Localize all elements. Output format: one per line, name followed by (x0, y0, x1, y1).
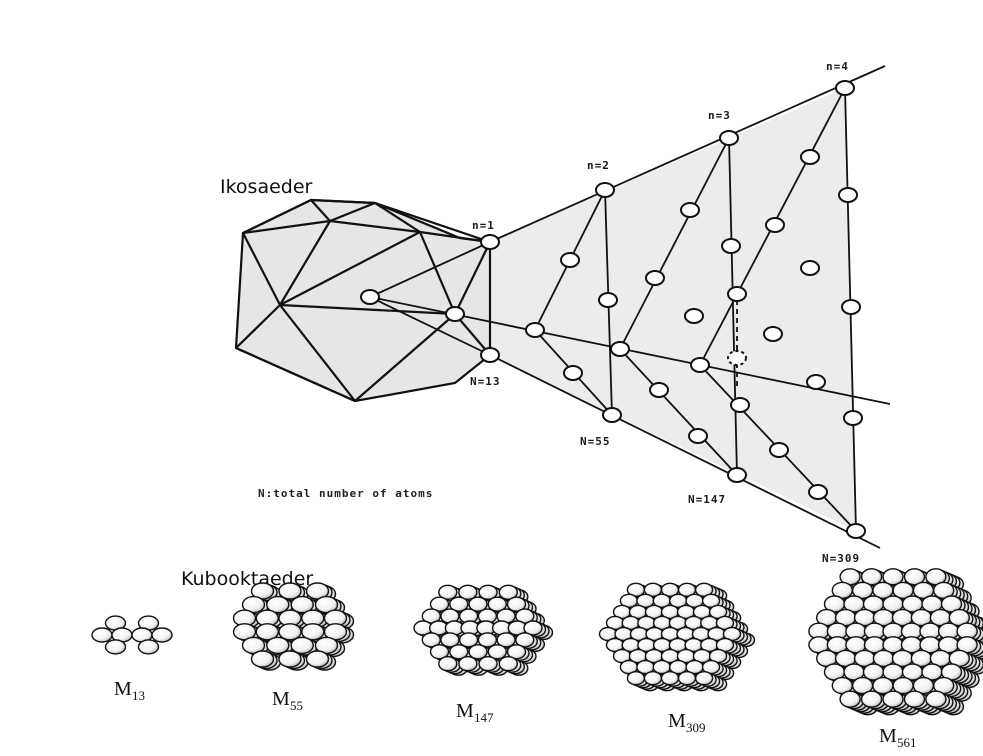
cluster-label-m561: M 561 (879, 725, 917, 750)
svg-text:M: M (272, 688, 290, 710)
atom (689, 429, 707, 443)
atom (526, 323, 544, 337)
atom (844, 411, 862, 425)
cluster-atom (644, 672, 661, 685)
svg-text:M: M (879, 725, 897, 747)
atom (691, 358, 709, 372)
atom (839, 188, 857, 202)
total-label-13: N=13 (470, 375, 501, 388)
atom (481, 348, 499, 362)
atom (809, 485, 827, 499)
svg-text:147: 147 (474, 710, 494, 725)
atom (720, 131, 738, 145)
atom (611, 342, 629, 356)
cluster-atom (152, 628, 172, 642)
cluster-atom (439, 657, 457, 671)
atom (681, 203, 699, 217)
atom (722, 239, 740, 253)
shell-label-n1: n=1 (472, 219, 495, 232)
atom (728, 468, 746, 482)
svg-text:M: M (114, 678, 132, 700)
atom (599, 293, 617, 307)
svg-text:561: 561 (897, 735, 917, 750)
atom (766, 218, 784, 232)
atom (446, 307, 464, 321)
atom (801, 261, 819, 275)
atom (836, 81, 854, 95)
cluster-atom (662, 672, 679, 685)
cluster-atom (279, 651, 301, 667)
cluster-0 (92, 616, 172, 654)
cluster-atom (862, 691, 882, 707)
cluster-atom (883, 691, 903, 707)
cluster-atom (479, 657, 497, 671)
atom (770, 443, 788, 457)
clusters (92, 569, 983, 715)
total-label-55: N=55 (580, 435, 611, 448)
cluster-atom (840, 691, 860, 707)
cluster-atom (252, 651, 274, 667)
atom (481, 235, 499, 249)
atom (807, 375, 825, 389)
svg-text:13: 13 (132, 688, 145, 703)
cluster-atom (905, 691, 925, 707)
cluster-1 (234, 583, 354, 670)
atom (728, 351, 746, 365)
atom (842, 300, 860, 314)
shell-label-n4: n=4 (826, 60, 849, 73)
cluster-label-m13: M 13 (114, 678, 145, 703)
svg-text:55: 55 (290, 698, 303, 713)
cluster-4 (809, 569, 983, 715)
cluster-atom (679, 672, 696, 685)
atom (596, 183, 614, 197)
atom (646, 271, 664, 285)
cluster-atom (106, 640, 126, 654)
atom (650, 383, 668, 397)
atom (847, 524, 865, 538)
svg-text:309: 309 (686, 720, 706, 735)
shell-label-n2: n=2 (587, 159, 610, 172)
cluster-label-m55: M 55 (272, 688, 303, 713)
total-atoms-note: N:total number of atoms (258, 487, 433, 500)
atom (564, 366, 582, 380)
svg-text:M: M (668, 710, 686, 732)
cluster-atom (307, 651, 329, 667)
atom (603, 408, 621, 422)
atom (561, 253, 579, 267)
total-label-309: N=309 (822, 552, 860, 565)
shell-label-n3: n=3 (708, 109, 731, 122)
cluster-atom (627, 672, 644, 685)
atom (685, 309, 703, 323)
cluster-label-m147: M 147 (456, 700, 494, 725)
cluster-atom (92, 628, 112, 642)
total-label-147: N=147 (688, 493, 726, 506)
cluster-label-m309: M 309 (668, 710, 706, 735)
cluster-atom (696, 672, 713, 685)
atom (731, 398, 749, 412)
atom (728, 287, 746, 301)
cluster-atom (499, 657, 517, 671)
cluster-atom (926, 691, 946, 707)
icosahedron-title: Ikosaeder (220, 176, 313, 198)
atom (764, 327, 782, 341)
svg-text:M: M (456, 700, 474, 722)
cluster-3 (600, 583, 755, 690)
atom (361, 290, 379, 304)
cluster-atom (139, 640, 159, 654)
cluster-atom (459, 657, 477, 671)
atom (801, 150, 819, 164)
cluster-2 (414, 585, 553, 675)
